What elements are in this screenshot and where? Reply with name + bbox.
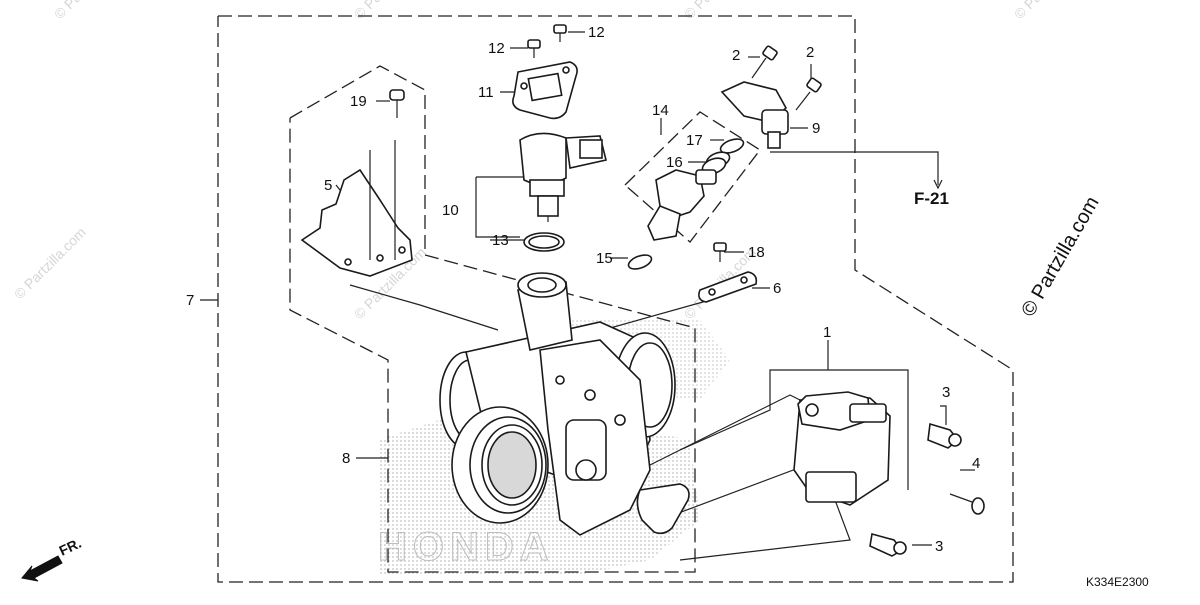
outline-assembly-7 — [217, 15, 1014, 583]
callout-16[interactable]: 16 — [666, 154, 683, 171]
screw-18 — [713, 242, 727, 262]
callout-5[interactable]: 5 — [324, 177, 332, 194]
screw-12b — [553, 24, 567, 42]
callout-18[interactable]: 18 — [748, 244, 765, 261]
watermark: © Partzilla.com — [681, 0, 759, 22]
injector — [647, 169, 717, 241]
callout-10[interactable]: 10 — [442, 202, 459, 219]
sensor-10 — [519, 132, 607, 222]
bolt-2a — [751, 45, 778, 79]
watermark: © Partzilla.com — [51, 0, 129, 22]
bolt-2b — [795, 77, 822, 111]
copyright-text: © Partzilla.com — [1017, 193, 1103, 321]
o-ring-17 — [719, 138, 745, 154]
callout-17[interactable]: 17 — [686, 132, 703, 149]
callout-4[interactable]: 4 — [972, 455, 980, 472]
o-ring-13-inner — [528, 235, 560, 249]
callout-13[interactable]: 13 — [492, 232, 509, 249]
motor-1 — [793, 391, 891, 506]
callout-3[interactable]: 3 — [935, 538, 943, 555]
sensor-9 — [720, 81, 789, 149]
callout-3[interactable]: 3 — [942, 384, 950, 401]
bracket-5 — [300, 140, 413, 277]
diagram-code: K334E2300 — [1086, 575, 1149, 589]
callout-1[interactable]: 1 — [823, 324, 831, 341]
bolt-4 — [949, 493, 985, 515]
callout-15[interactable]: 15 — [596, 250, 613, 267]
callout-12[interactable]: 12 — [588, 24, 605, 41]
bolt-3b — [869, 532, 907, 557]
throttle-body — [439, 272, 676, 536]
watermark: © Partzilla.com — [1011, 0, 1089, 22]
callout-12[interactable]: 12 — [488, 40, 505, 57]
callout-14[interactable]: 14 — [652, 102, 669, 119]
callout-7[interactable]: 7 — [186, 292, 194, 309]
o-ring-15 — [627, 254, 653, 270]
watermark: © Partzilla.com — [11, 224, 89, 302]
gasket-seal — [636, 483, 690, 535]
screw-12a — [527, 39, 541, 58]
watermark: © Partzilla.com — [351, 0, 429, 22]
bolt-19 — [389, 89, 405, 118]
outline-assembly-8 — [289, 65, 696, 573]
honda-logo: HONDA — [378, 525, 555, 569]
callout-2[interactable]: 2 — [806, 44, 814, 61]
callout-9[interactable]: 9 — [812, 120, 820, 137]
bolt-3a — [927, 422, 962, 449]
callouts: 1 2 2 3 3 4 5 6 7 8 9 10 11 12 12 13 14 … — [186, 24, 980, 555]
plate-6 — [698, 271, 758, 303]
callout-11[interactable]: 11 — [478, 84, 494, 101]
callout-6[interactable]: 6 — [773, 280, 781, 297]
gasket-11 — [512, 61, 578, 120]
callout-8[interactable]: 8 — [342, 450, 350, 467]
callout-19[interactable]: 19 — [350, 93, 367, 110]
callout-2[interactable]: 2 — [732, 47, 740, 64]
front-direction-arrow: FR. — [21, 535, 84, 582]
front-direction-label: FR. — [57, 535, 84, 559]
reference-label: F-21 — [914, 189, 949, 208]
